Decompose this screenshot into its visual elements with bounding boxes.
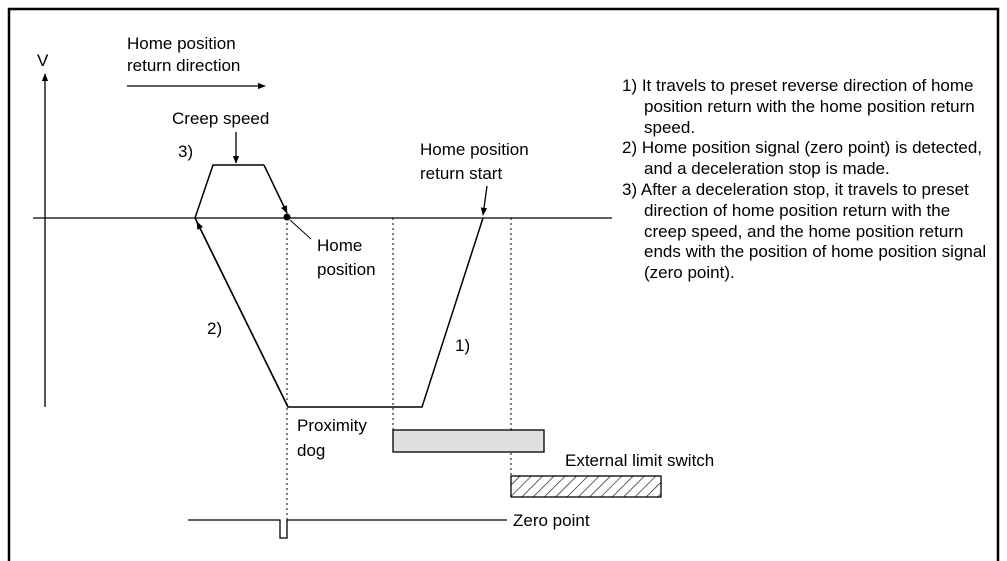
proximity-dog-label-line1: Proximity — [297, 416, 367, 435]
external-limit-switch-block — [510, 475, 662, 498]
proximity-dog-block — [392, 429, 545, 453]
home-position-leader — [289, 219, 312, 240]
direction-label-line2: return direction — [127, 56, 240, 75]
return-start-label-line1: Home position — [420, 140, 529, 159]
home-position-label-line2: position — [317, 260, 376, 279]
note-item-2: 2) Home position signal (zero point) is … — [622, 138, 983, 179]
step-2-label: 2) — [207, 319, 222, 338]
step-3-label: 3) — [178, 142, 193, 161]
home-position-label-line1: Home — [317, 236, 362, 255]
zero-point-label: Zero point — [513, 511, 590, 530]
proximity-dog-label-line2: dog — [297, 441, 325, 460]
explanation-notes: 1) It travels to preset reverse directio… — [622, 76, 992, 284]
note-item-3: 3) After a deceleration stop, it travels… — [622, 179, 987, 283]
v-axis-label: V — [37, 51, 49, 70]
speed-profile-return-arrow — [196, 221, 289, 408]
zero-point-signal — [188, 519, 507, 539]
home-position-point — [283, 213, 291, 221]
return-start-label-line2: return start — [420, 164, 502, 183]
creep-deceleration-arrow — [263, 164, 288, 214]
figure-frame — [7, 7, 1000, 561]
return-start-callout-arrow — [480, 185, 488, 216]
step-1-label: 1) — [455, 336, 470, 355]
creep-speed-label: Creep speed — [172, 109, 269, 128]
external-limit-switch-label: External limit switch — [565, 451, 714, 470]
note-item-1: 1) It travels to preset reverse directio… — [622, 76, 975, 137]
direction-label-line1: Home position — [127, 34, 236, 53]
creep-speed-profile — [194, 164, 264, 219]
